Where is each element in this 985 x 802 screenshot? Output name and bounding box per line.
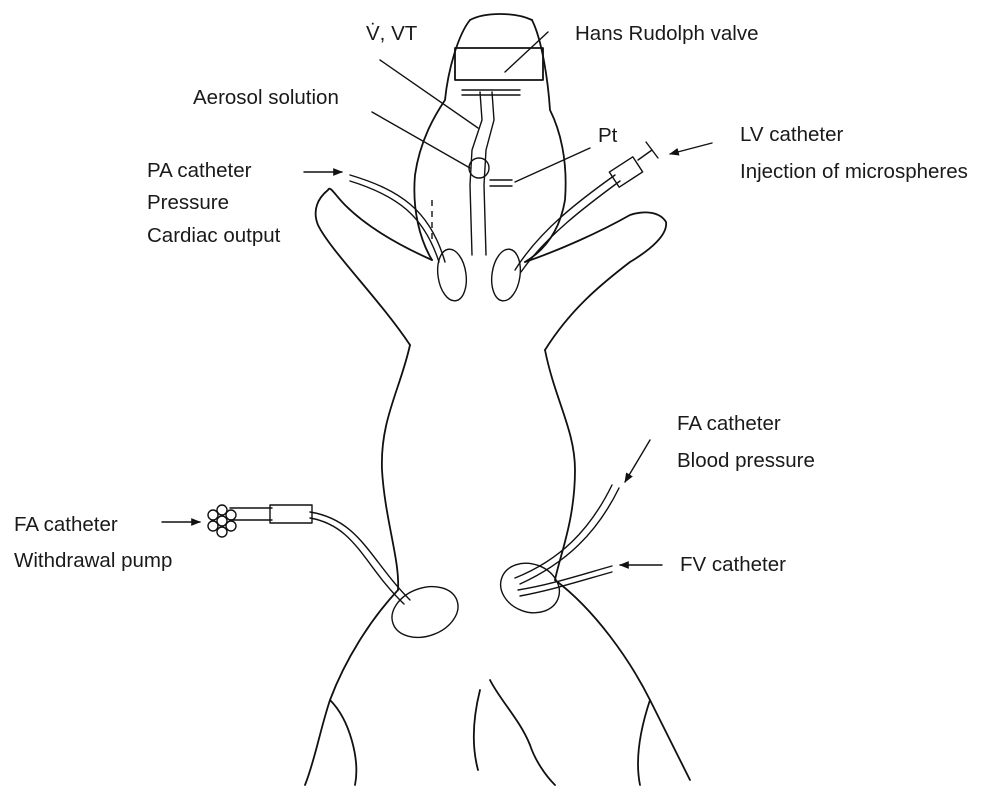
label-aerosol: Aerosol solution [193,86,339,109]
left-hind-leg [305,590,398,785]
arrow-lv [670,143,712,154]
right-hind-leg [555,580,690,785]
animal-body-outline [305,14,690,785]
valve-box [455,48,543,80]
label-pa-sub2: Cardiac output [147,224,281,247]
label-fa-wp-sub: Withdrawal pump [14,549,172,572]
leader-flow [380,60,478,128]
catheters [208,142,658,604]
label-lv-sub: Injection of microspheres [740,160,968,183]
leader-pt [515,148,590,182]
microsphere-cluster-icon [208,505,236,537]
labels: V̇, VT Hans Rudolph valve Aerosol soluti… [14,22,968,576]
trachea-right [484,92,494,255]
trachea-left [470,92,482,255]
label-pt: Pt [598,124,618,147]
label-pa-sub1: Pressure [147,191,229,214]
pt-port [490,180,512,186]
label-fv-title: FV catheter [680,553,786,576]
label-hans-rudolph: Hans Rudolph valve [575,22,758,45]
right-foreleg [525,212,666,350]
label-pa-title: PA catheter [147,159,252,182]
lv-syringe [609,157,642,187]
tail [474,680,555,785]
right-shoulder-pad [489,247,524,302]
arrow-fa-bp [625,440,650,482]
label-fa-bp-title: FA catheter [677,412,781,435]
withdrawal-syringe [270,505,312,523]
label-fa-wp-title: FA catheter [14,513,118,536]
label-flow: V̇, VT [366,22,418,45]
torso-left [382,345,410,590]
lv-syringe-plunger [638,142,658,160]
pa-catheter-tube [350,175,445,262]
torso-right [545,350,575,580]
left-foreleg [316,189,432,345]
leader-aerosol [372,112,470,168]
snout-tip [470,14,532,20]
left-shoulder-pad [435,247,470,302]
valve-tube-top [462,90,520,95]
left-hip-pad [385,578,465,646]
label-fa-bp-sub: Blood pressure [677,449,815,472]
aerosol-nebulizer [469,158,489,178]
label-lv-title: LV catheter [740,123,843,146]
